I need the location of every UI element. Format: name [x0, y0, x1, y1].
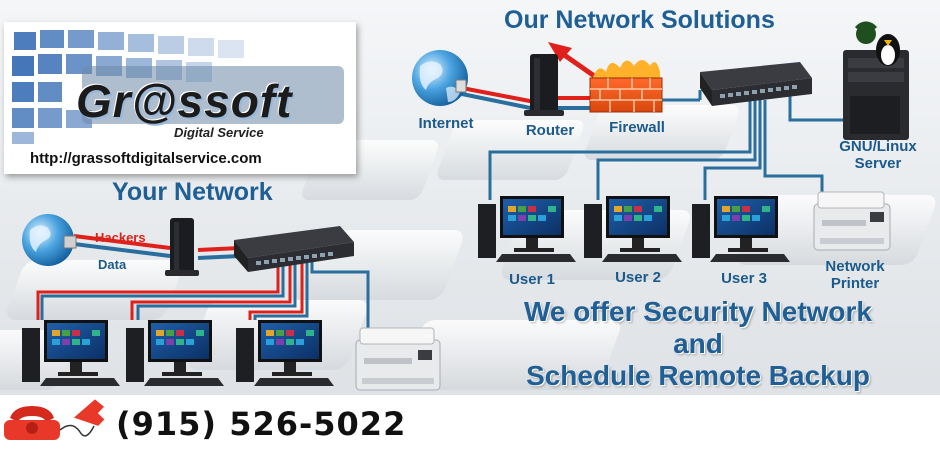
- phone-number: (915) 526-5022: [116, 405, 407, 443]
- user3-computer-icon: [692, 196, 790, 262]
- left-computer-3-icon: [236, 320, 334, 386]
- top-links: [461, 42, 702, 112]
- network-printer-icon: [813, 191, 891, 251]
- logo-brand: Gr@ssoft: [76, 75, 293, 127]
- left-computer-1-icon: [22, 320, 120, 386]
- left-switch-icon: [234, 226, 354, 272]
- top-section-title: Our Network Solutions: [504, 6, 775, 34]
- user1-computer-icon: [478, 196, 576, 262]
- logo-card: Gr@ssoft Digital Service http://grassoft…: [4, 22, 356, 174]
- server-label-line2: Server: [854, 155, 902, 172]
- user2-label: User 2: [615, 269, 661, 286]
- left-printer-icon: [355, 327, 441, 391]
- router-icon: [524, 54, 564, 116]
- internet-globe-icon: [412, 50, 468, 106]
- offer-line-1: We offer Security Network: [523, 296, 873, 327]
- left-internet-globe-icon: [22, 214, 77, 266]
- firewall-icon: [589, 60, 663, 113]
- printer-label-line2: Printer: [830, 275, 880, 292]
- left-section-title: Your Network: [112, 178, 273, 206]
- phone-icon: [4, 399, 105, 440]
- user1-label: User 1: [509, 271, 555, 288]
- logo-tagline: Digital Service: [174, 125, 264, 140]
- user2-computer-icon: [584, 196, 682, 262]
- top-switch-icon: [700, 62, 812, 106]
- logo-mosaic: [12, 30, 344, 144]
- firewall-label: Firewall: [609, 119, 665, 136]
- printer-label-line1: Network: [825, 258, 885, 275]
- router-label: Router: [525, 122, 575, 139]
- offer-line-2: and: [673, 328, 723, 359]
- server-label: GNU/Linux Server: [828, 138, 928, 172]
- offer-line-3: Schedule Remote Backup: [526, 360, 870, 391]
- printer-label: Network Printer: [810, 258, 900, 292]
- left-links: [73, 234, 241, 260]
- internet-label: Internet: [418, 115, 474, 132]
- hackers-label: Hackers: [95, 230, 146, 245]
- server-label-line1: GNU/Linux: [839, 138, 917, 155]
- linux-server-icon: [843, 21, 909, 140]
- user3-label: User 3: [721, 270, 767, 287]
- left-switch-drops: [36, 262, 370, 330]
- left-computer-2-icon: [126, 320, 224, 386]
- logo-url[interactable]: http://grassoftdigitalservice.com: [30, 150, 262, 167]
- data-label: Data: [98, 257, 127, 272]
- offer-text: We offer Security Network and Schedule R…: [468, 296, 928, 392]
- left-router-icon: [165, 218, 199, 276]
